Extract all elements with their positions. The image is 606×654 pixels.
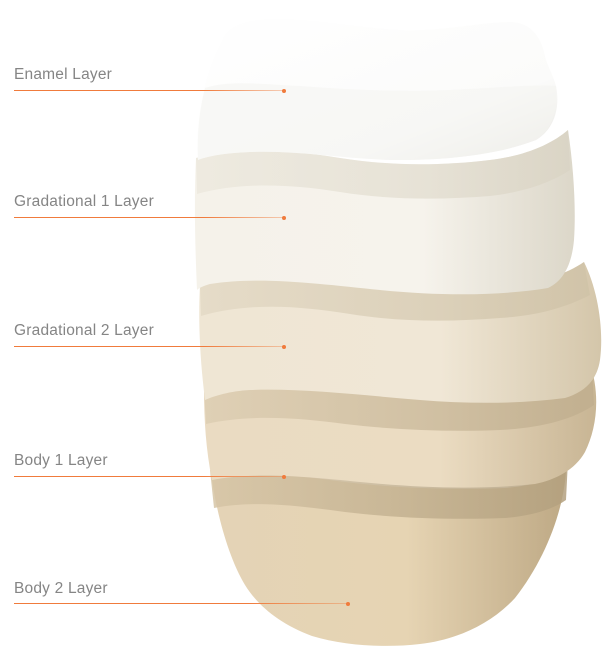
enamel-layer-leader-line [14, 90, 284, 91]
gradational-1-layer-leader-dot [282, 216, 286, 220]
enamel-layer-leader-dot [282, 89, 286, 93]
gradational-1-layer-label: Gradational 1 Layer [14, 193, 154, 211]
body-2-layer-leader-line [14, 603, 348, 604]
body-1-layer-leader-line [14, 476, 284, 477]
body-1-layer-leader-dot [282, 475, 286, 479]
gradational-2-layer-leader-line [14, 346, 284, 347]
gradational-1-layer-leader-line [14, 217, 284, 218]
enamel-layer-label: Enamel Layer [14, 66, 112, 84]
body-2-layer-label: Body 2 Layer [14, 580, 108, 598]
body-2-layer-shape [210, 460, 568, 646]
gradational-2-layer-leader-dot [282, 345, 286, 349]
body-1-layer-label: Body 1 Layer [14, 452, 108, 470]
gradational-2-layer-label: Gradational 2 Layer [14, 322, 154, 340]
body-2-layer-leader-dot [346, 602, 350, 606]
